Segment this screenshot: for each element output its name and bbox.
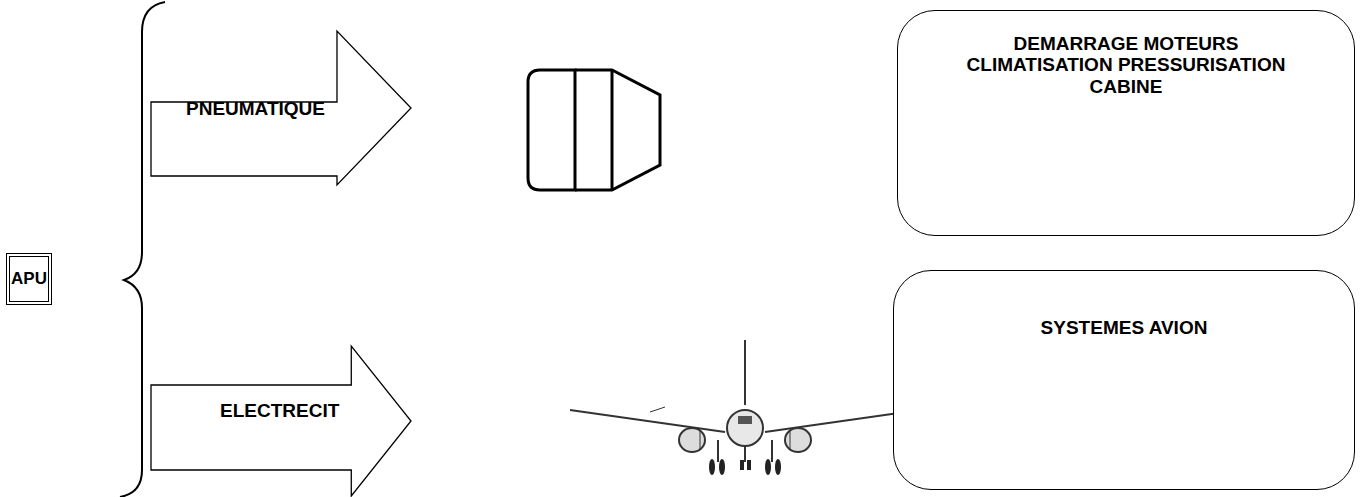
node-label: ELECTRECIT <box>220 400 339 421</box>
node-label: DEMARRAGE MOTEURS CLIMATISATION PRESSURI… <box>946 33 1306 97</box>
engine-nacelle <box>528 70 660 190</box>
apu-box: APU <box>6 253 52 305</box>
pneumatic-arrow: PNEUMATIQUE <box>150 30 412 186</box>
function-box: SYSTEMES AVION <box>893 270 1355 490</box>
node-label: PNEUMATIQUE <box>186 98 325 119</box>
node-label: APU <box>11 269 47 288</box>
node-label: SYSTEMES AVION <box>924 317 1324 338</box>
arrow-shape <box>151 346 411 496</box>
function-box: DEMARRAGE MOTEURS CLIMATISATION PRESSURI… <box>897 10 1355 236</box>
airplane-front-view <box>570 340 920 475</box>
electric-arrow: ELECTRECIT <box>150 345 412 497</box>
arrow-shape <box>151 31 411 185</box>
